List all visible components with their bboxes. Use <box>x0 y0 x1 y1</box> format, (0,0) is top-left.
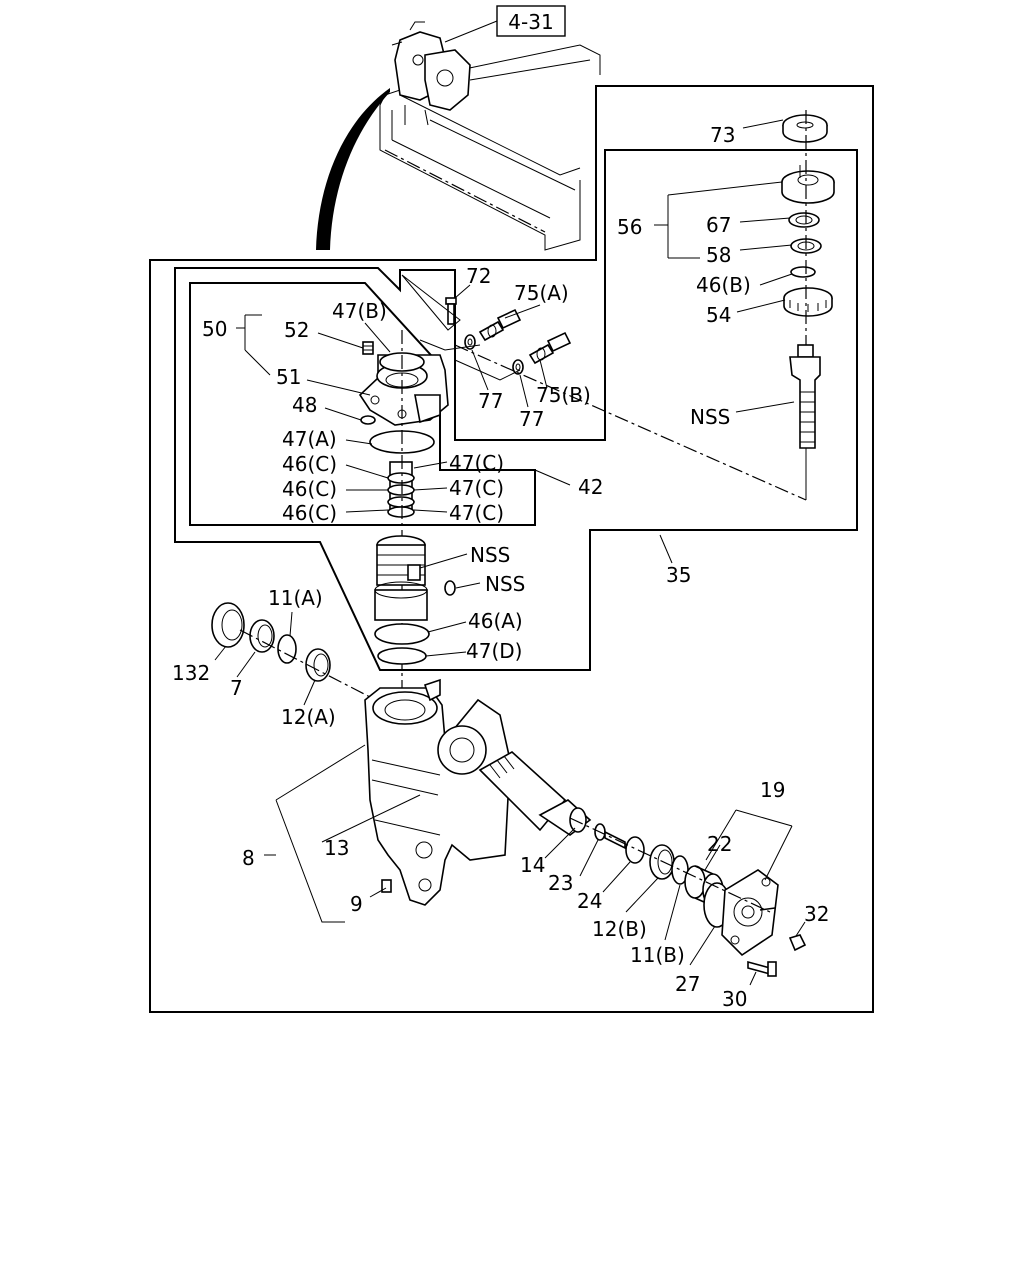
part-7-seal <box>249 619 275 653</box>
callout-75b: 75(B) <box>536 383 591 407</box>
callout-nss-seal: NSS <box>485 572 525 596</box>
callout-47c-3: 47(C) <box>449 501 504 525</box>
callout-46c-2: 46(C) <box>282 477 337 501</box>
location-arrow <box>316 88 390 250</box>
callout-48: 48 <box>292 393 317 417</box>
part-67-ring <box>788 212 820 228</box>
part-valve-spool <box>387 461 415 518</box>
part-9-plug <box>381 879 392 893</box>
part-nss-torsion-bar <box>789 344 821 500</box>
callout-47c-2: 47(C) <box>449 476 504 500</box>
callout-22: 22 <box>707 832 732 856</box>
part-48-oring <box>360 415 376 425</box>
part-rotary-valve <box>374 535 428 621</box>
valve-housing-frame-42 <box>189 282 536 526</box>
part-14-sector-shaft <box>478 751 592 836</box>
callout-7: 7 <box>230 676 243 700</box>
part-77-washer-a <box>464 334 476 350</box>
callout-46c-1: 46(C) <box>282 452 337 476</box>
leader-lines <box>214 119 806 986</box>
callout-50: 50 <box>202 317 227 341</box>
callout-9: 9 <box>350 892 363 916</box>
part-52-plug <box>362 341 374 355</box>
part-75b-fitting <box>528 331 572 365</box>
callout-77a: 77 <box>478 389 503 413</box>
callout-nss-valve: NSS <box>470 543 510 567</box>
callout-46a: 46(A) <box>468 609 523 633</box>
part-nss-small-seal <box>444 580 456 596</box>
callout-14: 14 <box>520 853 545 877</box>
callout-46c-3: 46(C) <box>282 501 337 525</box>
callout-27: 27 <box>675 972 700 996</box>
callout-13: 13 <box>324 836 349 860</box>
part-56-cover <box>781 165 835 204</box>
callout-54: 54 <box>706 303 731 327</box>
callout-12a: 12(A) <box>281 705 336 729</box>
callout-42: 42 <box>578 475 603 499</box>
part-77-washer-b <box>512 359 524 375</box>
callout-47c-1: 47(C) <box>449 451 504 475</box>
part-32-nut <box>788 934 807 952</box>
part-46a-ring <box>374 623 430 645</box>
callout-67: 67 <box>706 213 731 237</box>
callout-58: 58 <box>706 243 731 267</box>
outer-assembly-frame <box>149 85 874 1013</box>
reference-label: 4-31 <box>508 10 553 34</box>
part-54-needle-bearing <box>783 287 833 317</box>
callout-73: 73 <box>710 123 735 147</box>
callout-35: 35 <box>666 563 691 587</box>
part-19-side-cover <box>721 869 779 957</box>
callout-11b: 11(B) <box>630 943 685 967</box>
callout-32: 32 <box>804 902 829 926</box>
valve-assembly-frame-35 <box>174 149 858 671</box>
callout-8: 8 <box>242 846 255 870</box>
part-12a-bearing <box>305 648 331 682</box>
part-73-seal <box>782 114 828 143</box>
part-11a-ring <box>277 634 297 664</box>
callout-19: 19 <box>760 778 785 802</box>
vehicle-frame-inset <box>379 21 601 251</box>
part-46b-oring <box>790 266 816 278</box>
part-8-gear-housing <box>364 678 511 906</box>
callout-23: 23 <box>548 871 573 895</box>
callout-24: 24 <box>577 889 602 913</box>
callout-52: 52 <box>284 318 309 342</box>
callout-nss-torsion-bar: NSS <box>690 405 730 429</box>
part-24-screw <box>604 830 645 864</box>
part-72-bolt <box>445 297 457 325</box>
callout-72: 72 <box>466 264 491 288</box>
callout-11a: 11(A) <box>268 586 323 610</box>
callout-30: 30 <box>722 987 747 1011</box>
callout-47d: 47(D) <box>466 639 522 663</box>
callout-51: 51 <box>276 365 301 389</box>
callout-47b: 47(B) <box>332 299 387 323</box>
callout-75a: 75(A) <box>514 281 569 305</box>
callout-12b: 12(B) <box>592 917 647 941</box>
callout-46b: 46(B) <box>696 273 751 297</box>
callout-56: 56 <box>617 215 642 239</box>
part-30-bolt <box>747 960 777 977</box>
callout-132: 132 <box>172 661 210 685</box>
part-47d-ring <box>377 647 427 665</box>
part-12b-bearing <box>649 844 675 880</box>
callout-47a: 47(A) <box>282 427 337 451</box>
callout-77b: 77 <box>519 407 544 431</box>
part-132-snap-ring <box>211 602 245 648</box>
callout-labels: 73 56 67 58 46(B) 54 NSS 72 75(A) 75(B) … <box>172 123 829 1011</box>
